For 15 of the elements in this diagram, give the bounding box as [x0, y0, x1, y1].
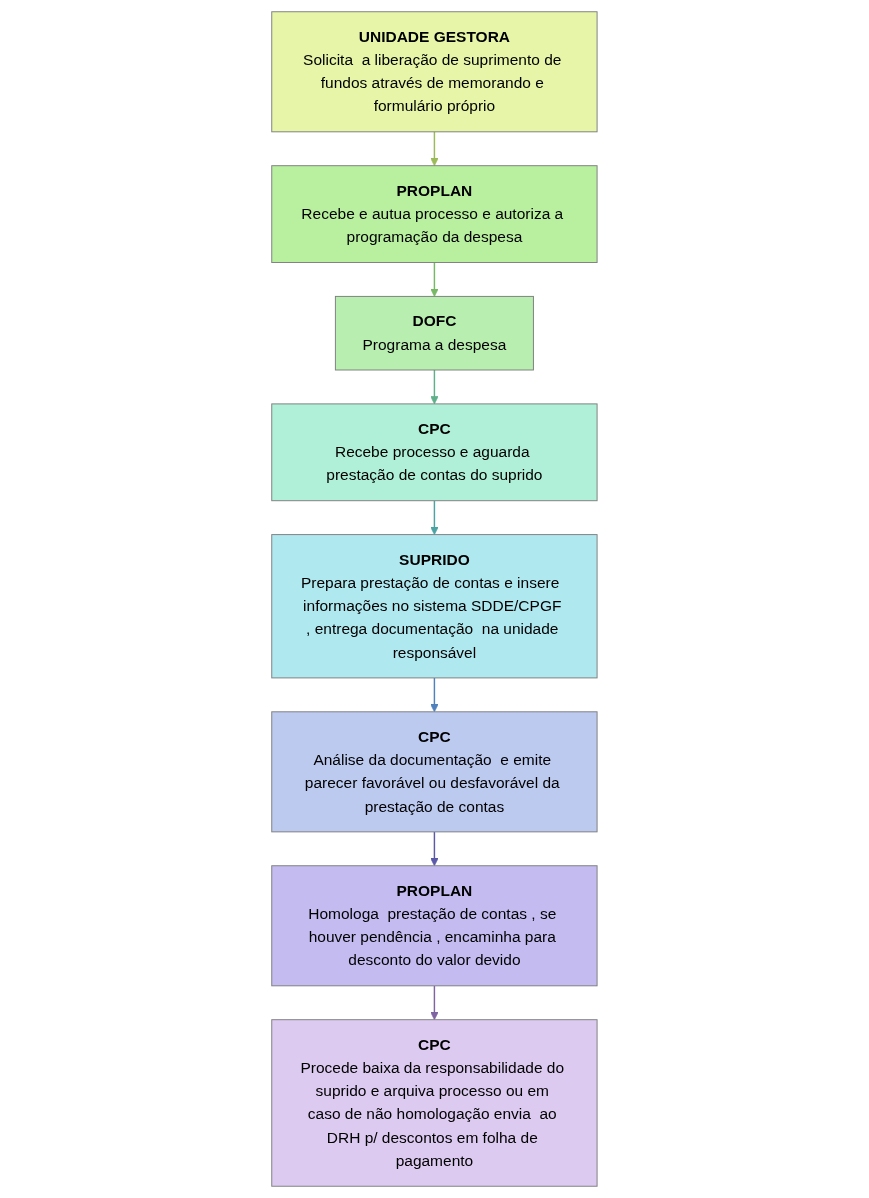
node-box: UNIDADE GESTORA Solicita a liberação de suprimento de fundos através de memorando e formulário próprio	[271, 11, 598, 133]
arrow	[430, 131, 439, 167]
arrow	[430, 261, 439, 297]
node-box: CPC Procede baixa da responsabilidade do suprido e arquiva processo ou em caso de não homologação envia ao DRH p/ descontos em folha de pagamento	[271, 1019, 598, 1187]
node-box: PROPLAN Homologa prestação de contas , se houver pendência , encaminha para desconto do valor devido	[271, 865, 598, 987]
arrow	[430, 677, 439, 713]
node-box: SUPRIDO Prepara prestação de contas e insere informações no sistema SDDE/CPGF , entrega documentação na unidade responsável	[271, 534, 598, 679]
arrow	[430, 831, 439, 867]
node-box: CPC Recebe processo e aguarda prestação de contas do suprido	[271, 403, 598, 502]
node-box: PROPLAN Recebe e autua processo e autoriza a programação da despesa	[271, 165, 598, 263]
node-box: CPC Análise da documentação e emite parecer favorável ou desfavorável da prestação de contas	[271, 711, 598, 833]
arrow	[430, 985, 439, 1021]
node-box: DOFC Programa a despesa	[335, 295, 534, 371]
arrow	[430, 500, 439, 535]
arrow	[430, 369, 439, 405]
